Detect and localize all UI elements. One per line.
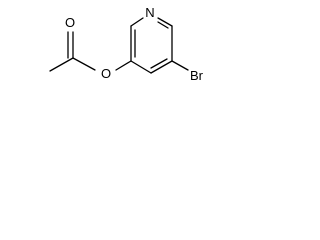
carbonyl-oxygen-atom-label: O (65, 15, 75, 30)
bond-n1-c6-inner (157, 21, 169, 29)
bond-carbonyl-methyl (49, 57, 74, 72)
bond-c5-br (171, 60, 189, 71)
atom-labels: N Br O O (65, 5, 204, 83)
bond-c4-c3 (130, 60, 152, 74)
ester-oxygen-atom-label: O (101, 66, 111, 81)
substituent-bonds (49, 31, 189, 72)
chemical-structure-diagram: N Br O O (49, 5, 204, 83)
bond-c5-c4 (150, 60, 173, 74)
bond-c3-o (115, 60, 132, 71)
nitrogen-atom-label: N (145, 5, 154, 20)
pyridine-ring (130, 17, 173, 74)
bond-c2-n1 (130, 17, 144, 27)
bromine-atom-label: Br (190, 68, 204, 83)
bond-o-carbonyl (72, 57, 96, 71)
bond-c5-c4-inner (150, 58, 168, 69)
bond-n1-c6 (157, 17, 173, 27)
